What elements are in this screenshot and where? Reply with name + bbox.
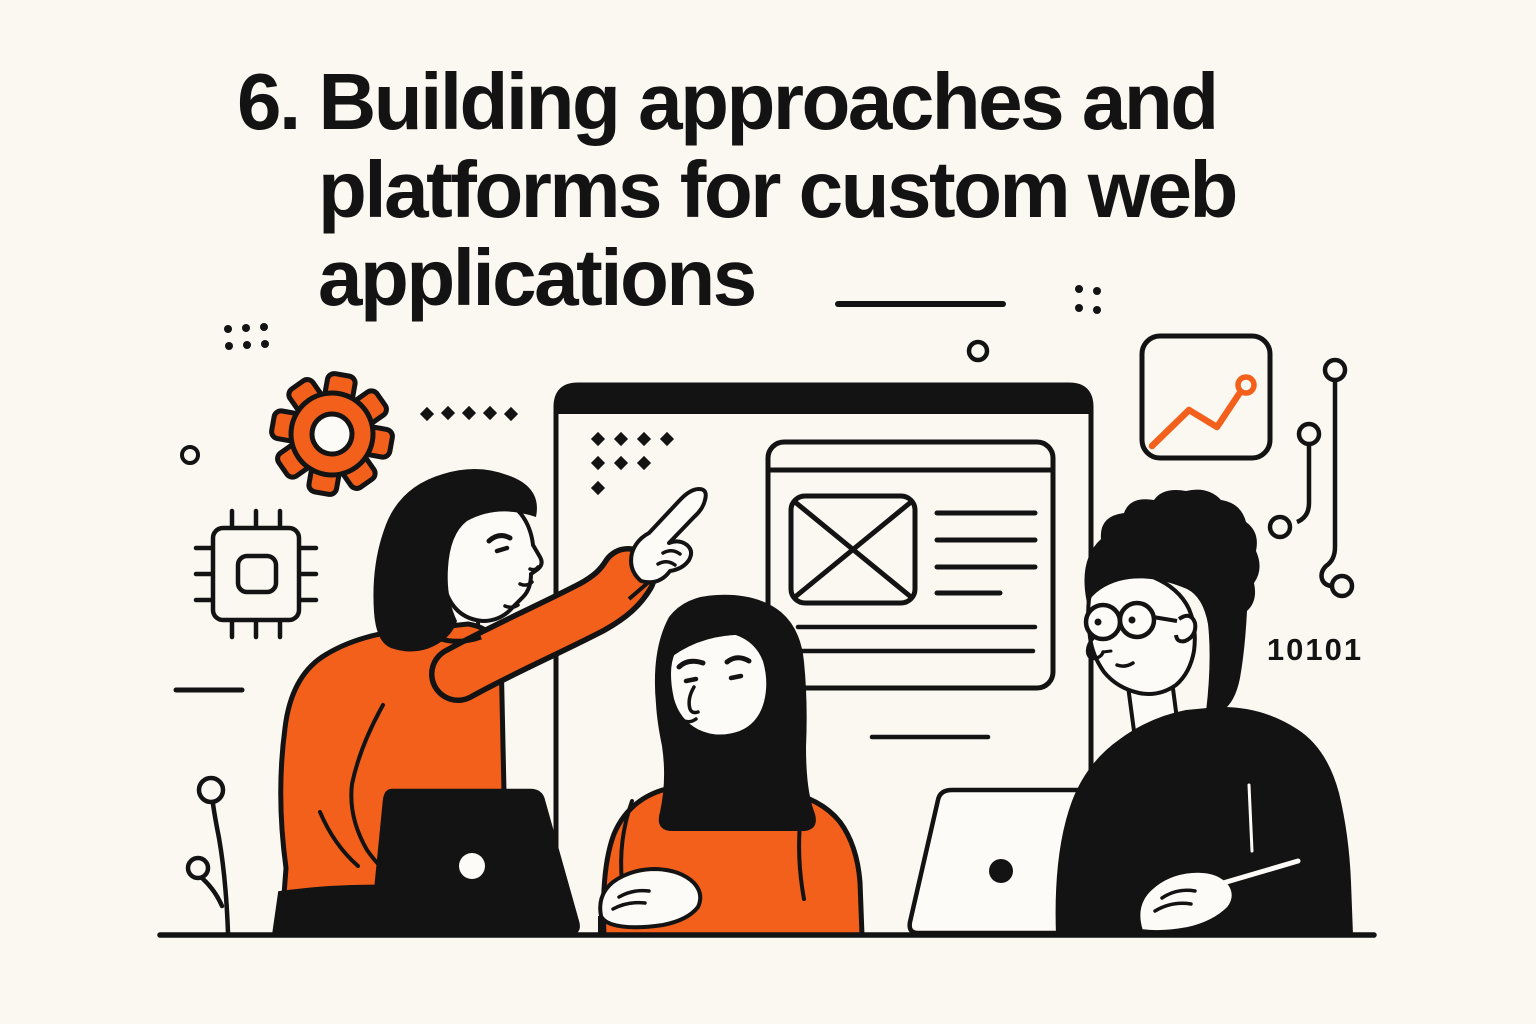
circuit-trace-short: [1267, 421, 1322, 540]
laptop-dark: [370, 788, 580, 936]
window-diamond-dots: [590, 431, 675, 496]
browser-titlebar: [554, 383, 1093, 414]
page-title: 6. Building approaches and platforms for…: [237, 58, 1418, 322]
ring-dot-icon: [180, 445, 200, 465]
gear-icon: [269, 371, 395, 497]
laptop-dark-logo: [459, 853, 485, 879]
seated-woman-hair-front: [665, 608, 790, 662]
seated-woman-hand-fingers: [611, 888, 651, 911]
seated-man-glasses: [1083, 600, 1178, 642]
image-placeholder-icon: [788, 493, 918, 606]
seated-man: [1055, 489, 1353, 935]
chip-icon: [193, 508, 319, 640]
standing-woman-pointing-hand: [629, 487, 708, 585]
standing-woman-face-features: [486, 533, 540, 610]
dots-2x2: [1075, 285, 1101, 314]
wireframe-text-lines: [795, 510, 1038, 654]
seated-man-face-features: [1085, 635, 1135, 668]
pen: [1203, 858, 1301, 891]
seated-man-hand-fingers: [1153, 888, 1197, 913]
seated-man-hair: [1084, 489, 1260, 712]
wireframe-card: [765, 439, 1056, 691]
dots-cluster-icon: [224, 323, 269, 350]
binary-code: 10101: [1267, 632, 1363, 667]
standing-woman-hair: [373, 468, 537, 652]
page-title-line-2: platforms for custom web: [318, 145, 1238, 234]
ring-dot-center: [966, 339, 990, 363]
page-title-line-1: 6. Building approaches and: [237, 57, 1219, 146]
seated-woman-face-features: [676, 655, 752, 724]
standing-woman-arm-seams: [318, 703, 392, 878]
standing-woman-hand-knuckles: [656, 549, 682, 567]
seated-man-sweater-crease: [1247, 783, 1254, 853]
seated-woman: [598, 594, 865, 938]
seated-woman-hand: [598, 866, 703, 930]
seated-man-ear: [1174, 613, 1198, 644]
page-title-line-3: applications: [318, 233, 757, 322]
seated-man-body: [1055, 706, 1353, 935]
line-chart-icon: [1139, 333, 1273, 461]
standing-woman-raised-arm: [434, 551, 652, 698]
diamond-dots-row: [419, 405, 519, 422]
circuit-trace-long: [1319, 357, 1355, 599]
laptop-light-logo: [989, 859, 1013, 883]
sprout-trace-icon: [185, 775, 231, 936]
